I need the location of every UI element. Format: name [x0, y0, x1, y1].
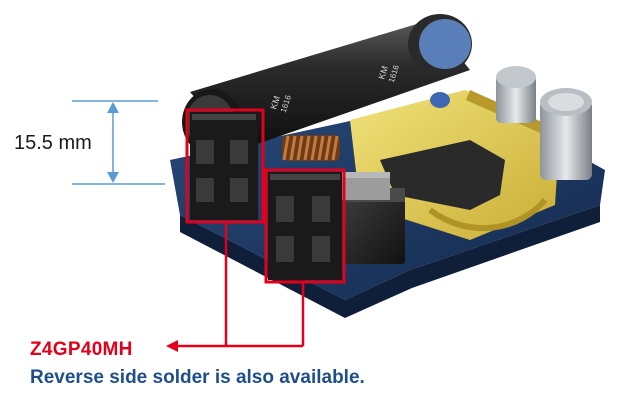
terminal-block-right — [268, 172, 342, 280]
dimension-arrow-up-icon — [107, 102, 119, 113]
dimension-arrow-down-icon — [107, 172, 119, 183]
electrolytic-capacitor: KM 1616 KM 1616 — [182, 14, 472, 155]
dimension-lines — [72, 100, 165, 185]
aluminium-capacitor — [496, 66, 592, 180]
arrow-left-icon — [166, 340, 178, 352]
highlight-box-right — [264, 168, 346, 284]
gray-component — [342, 172, 390, 200]
part-number-label: Z4GP40MH — [30, 339, 133, 360]
reverse-solder-note: Reverse side solder is also available. — [30, 367, 365, 388]
inductor-coil — [282, 135, 340, 161]
blue-component — [430, 92, 450, 108]
dimension-label: 15.5 mm — [14, 132, 92, 154]
capacitor-marking-1: KM — [268, 95, 282, 111]
leader-lines — [174, 222, 305, 348]
terminal-block-left — [190, 112, 258, 220]
capacitor-marking-3: KM — [376, 65, 390, 81]
